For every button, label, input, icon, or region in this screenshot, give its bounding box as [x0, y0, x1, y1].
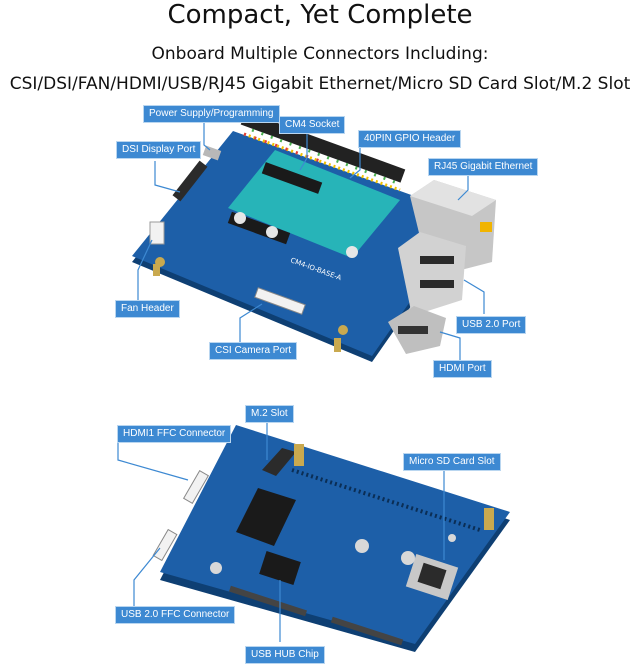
- power-usb-port: [202, 145, 222, 161]
- cm4-connector-1: [261, 162, 323, 194]
- mount-hole-2: [266, 226, 278, 238]
- mount-hole-3: [346, 246, 358, 258]
- mount-hole-b3: [210, 562, 222, 574]
- callout-cm4-socket: CM4 Socket: [279, 116, 346, 134]
- callout-rj45: RJ45 Gigabit Ethernet: [428, 158, 539, 176]
- connector-list: CSI/DSI/FAN/HDMI/USB/RJ45 Gigabit Ethern…: [9, 74, 631, 94]
- callout-microsd: Micro SD Card Slot: [403, 453, 501, 471]
- usb-ports: [398, 232, 466, 316]
- usb-ffc-connector: [152, 528, 178, 562]
- mount-hole-b2: [401, 551, 415, 565]
- standoff: [334, 338, 341, 352]
- callout-usb-port: USB 2.0 Port: [456, 316, 527, 334]
- callout-fan-header: Fan Header: [115, 300, 180, 318]
- standoff-b2: [484, 508, 494, 530]
- top-board: CM4-IO-BASE-A: [132, 111, 496, 362]
- page-title: Compact, Yet Complete: [167, 0, 473, 30]
- bottom-board: [152, 425, 510, 652]
- mount-hole-1: [234, 212, 246, 224]
- page-subtitle: Onboard Multiple Connectors Including:: [151, 44, 489, 64]
- mount-hole-b1: [355, 539, 369, 553]
- cm4-socket-area: [228, 150, 400, 258]
- m2-slot: [236, 488, 296, 546]
- callout-csi-camera: CSI Camera Port: [209, 342, 298, 360]
- hdmi1-ffc-connector: [182, 469, 210, 505]
- dsi-connector: [172, 160, 208, 202]
- callout-gpio-header: 40PIN GPIO Header: [358, 130, 462, 148]
- fan-header: [149, 221, 165, 245]
- callout-m2-slot: M.2 Slot: [245, 405, 294, 423]
- callout-usb-ffc: USB 2.0 FFC Connector: [115, 606, 236, 624]
- mount-hole-5: [338, 325, 348, 335]
- csi-connector: [254, 287, 306, 315]
- top-board-pcb: [132, 131, 470, 356]
- standoff-b1: [294, 444, 304, 466]
- leader-lines: [117, 121, 485, 642]
- callout-hdmi-port: HDMI Port: [433, 360, 492, 378]
- callout-usb-hub-chip: USB HUB Chip: [245, 646, 325, 664]
- callout-power-supply: Power Supply/Programming: [143, 105, 280, 123]
- callout-hdmi1-ffc: HDMI1 FFC Connector: [117, 425, 232, 443]
- standoff: [153, 264, 160, 276]
- callout-dsi-port: DSI Display Port: [116, 141, 202, 159]
- usb-hub-chip: [259, 551, 301, 585]
